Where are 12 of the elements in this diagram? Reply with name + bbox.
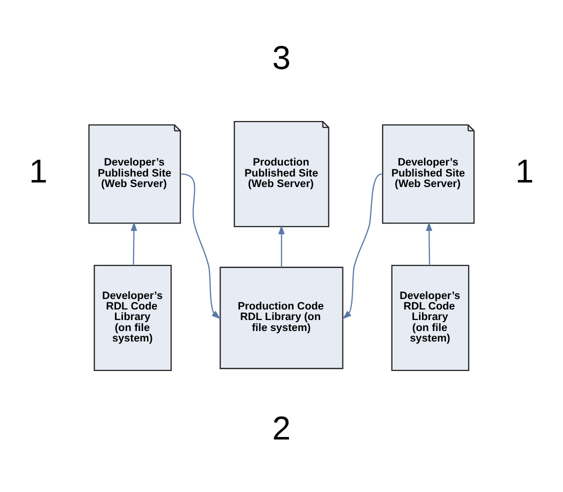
node-box: Developer’s RDL Code Library (on file system) bbox=[94, 264, 172, 372]
arrow bbox=[130, 222, 138, 266]
arrow bbox=[426, 222, 432, 266]
label: 1 bbox=[515, 154, 534, 191]
label: 3 bbox=[272, 40, 291, 78]
label: 2 bbox=[272, 410, 291, 448]
arrow bbox=[278, 225, 285, 268]
node-box: Developer’s RDL Code Library (on file system) bbox=[391, 264, 470, 372]
label: 1 bbox=[29, 154, 48, 191]
node-box: Production Code RDL Library (on file system) bbox=[220, 266, 344, 370]
arrow bbox=[181, 173, 221, 320]
arrow bbox=[342, 173, 382, 320]
